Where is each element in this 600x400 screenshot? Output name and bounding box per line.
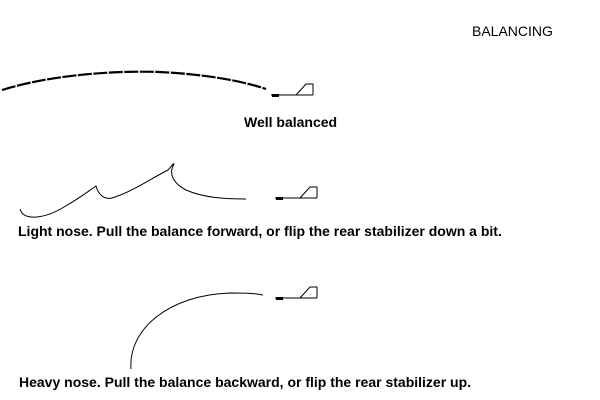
heavy-nose-glider-icon — [275, 286, 318, 300]
light-nose-caption: Light nose. Pull the balance forward, or… — [18, 223, 502, 239]
light-nose-glider-icon — [275, 186, 318, 200]
heavy-nose-caption: Heavy nose. Pull the balance backward, o… — [19, 374, 472, 390]
well-balanced-figure — [1, 70, 314, 97]
heavy-nose-flight-path — [130, 292, 264, 370]
well-balanced-glider-icon — [271, 83, 314, 97]
well-balanced-flight-path — [1, 70, 267, 92]
heavy-nose-figure — [130, 286, 318, 370]
well-balanced-caption: Well balanced — [244, 114, 338, 130]
diagram-title: BALANCING — [472, 23, 553, 39]
light-nose-flight-path — [19, 163, 247, 218]
light-nose-figure — [19, 163, 318, 218]
